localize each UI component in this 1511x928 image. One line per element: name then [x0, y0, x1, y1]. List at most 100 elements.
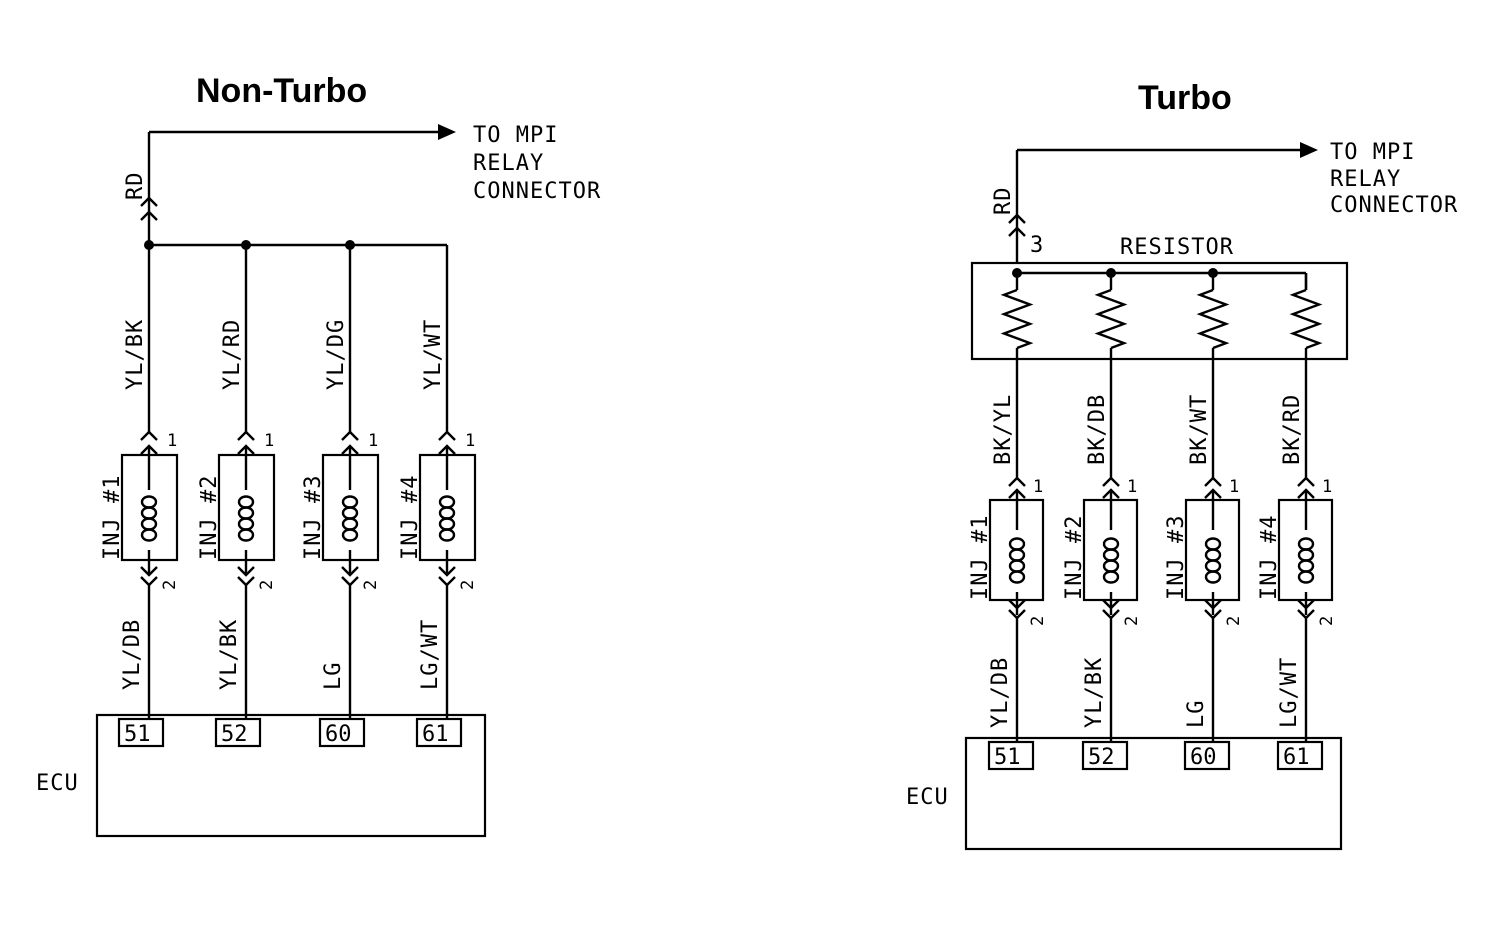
- pin-chevron: [341, 576, 359, 587]
- arrow-head: [1300, 142, 1318, 158]
- resistor-element: [1196, 288, 1230, 350]
- pin-chevron: [438, 566, 456, 577]
- coil-loop: [140, 528, 158, 542]
- supply-wire-label: YL/WT: [421, 319, 446, 390]
- pin-chevron: [237, 566, 255, 577]
- pin-out-label: 2: [1028, 616, 1048, 626]
- coil-loop: [237, 528, 255, 542]
- coil-loop: [1297, 570, 1315, 584]
- ecu-wire-label: YL/BK: [217, 619, 242, 690]
- ecu-pin-label: 52: [1088, 745, 1115, 770]
- coil-loop: [1102, 570, 1120, 584]
- pin-in-label: 1: [1127, 477, 1137, 497]
- destination-line-3: CONNECTOR: [473, 179, 601, 204]
- ecu-pin-label: 60: [1190, 745, 1217, 770]
- pin-in-label: 1: [1229, 477, 1239, 497]
- ecu-pin-box: [117, 717, 165, 748]
- injector-name: INJ #1: [968, 515, 993, 600]
- supply-wire-label: YL/DG: [324, 319, 349, 390]
- pin-in-label: 1: [368, 431, 378, 451]
- supply-wire-label: BK/DB: [1085, 394, 1110, 465]
- destination-line-1: TO MPI: [1330, 140, 1415, 165]
- supply-wire-label: RD: [123, 172, 148, 201]
- pin-chevron: [140, 576, 158, 587]
- pin-in-label: 1: [167, 431, 177, 451]
- ecu-pin-label: 60: [325, 722, 352, 747]
- coil-icon: [438, 495, 456, 542]
- pin-out-label: 2: [160, 580, 180, 590]
- connector-chevron: [140, 196, 158, 207]
- pin-out-label: 2: [1122, 616, 1142, 626]
- pin-in-label: 1: [1322, 477, 1332, 497]
- injector-name: INJ #3: [301, 475, 326, 560]
- pin-in-label: 1: [264, 431, 274, 451]
- ecu-wire-label: LG/WT: [418, 619, 443, 690]
- injector-name: INJ #4: [398, 475, 423, 560]
- resistor-label: RESISTOR: [1120, 235, 1234, 260]
- ecu-wire-label: LG/WT: [1277, 657, 1302, 728]
- supply-wire-label: BK/RD: [1280, 394, 1305, 465]
- pin-chevron: [341, 566, 359, 577]
- injector-name: INJ #2: [1062, 515, 1087, 600]
- coil-icon: [140, 495, 158, 542]
- pin-out-label: 2: [458, 580, 478, 590]
- ecu-wire-label: YL/DB: [988, 657, 1013, 728]
- supply-wire-label: YL/BK: [123, 319, 148, 390]
- ecu-wire-label: LG: [321, 662, 346, 691]
- supply-wire-label: BK/YL: [991, 394, 1016, 465]
- injector-name: INJ #4: [1257, 515, 1282, 600]
- coil-loop: [1008, 570, 1026, 584]
- pin-chevron: [1102, 599, 1120, 610]
- coil-loop: [1204, 570, 1222, 584]
- ecu-pin-label: 61: [1283, 745, 1310, 770]
- arrow-head: [438, 124, 456, 140]
- ecu-wire-label: YL/DB: [120, 619, 145, 690]
- ecu-pin-box: [1183, 740, 1231, 771]
- pin-chevron: [1102, 476, 1120, 487]
- ecu-pin-label: 61: [422, 722, 449, 747]
- coil-icon: [1102, 537, 1120, 584]
- ecu-pin-label: 51: [124, 722, 151, 747]
- connector-chevron: [140, 210, 158, 221]
- pin-chevron: [140, 430, 158, 441]
- ecu-pin-box: [318, 717, 366, 748]
- coil-icon: [237, 495, 255, 542]
- pin-chevron: [438, 430, 456, 441]
- supply-wire-label: BK/WT: [1187, 394, 1212, 465]
- destination-line-2: RELAY: [473, 151, 544, 176]
- ecu-pin-box: [987, 740, 1035, 771]
- pin-out-label: 2: [1317, 616, 1337, 626]
- resistor-box: [970, 261, 1349, 361]
- destination-line-2: RELAY: [1330, 167, 1401, 192]
- pin-chevron: [1297, 599, 1315, 610]
- pin-in-label: 1: [1033, 477, 1043, 497]
- coil-icon: [1297, 537, 1315, 584]
- pin-chevron: [1008, 599, 1026, 610]
- ecu-wire-label: LG: [1184, 700, 1209, 729]
- ecu-label: ECU: [36, 771, 79, 796]
- pin-chevron: [140, 566, 158, 577]
- pin-out-label: 2: [1224, 616, 1244, 626]
- pin-out-label: 2: [361, 580, 381, 590]
- pin-chevron: [1008, 476, 1026, 487]
- supply-wire-label: RD: [991, 187, 1016, 216]
- ecu-pin-box: [1081, 740, 1129, 771]
- ecu-wire-label: YL/BK: [1082, 657, 1107, 728]
- injector-name: INJ #1: [100, 475, 125, 560]
- resistor-element: [1094, 288, 1128, 350]
- resistor-pin-label: 3: [1030, 233, 1044, 258]
- destination-line-3: CONNECTOR: [1330, 193, 1458, 218]
- injector-name: INJ #3: [1164, 515, 1189, 600]
- ecu-pin-box: [1276, 740, 1324, 771]
